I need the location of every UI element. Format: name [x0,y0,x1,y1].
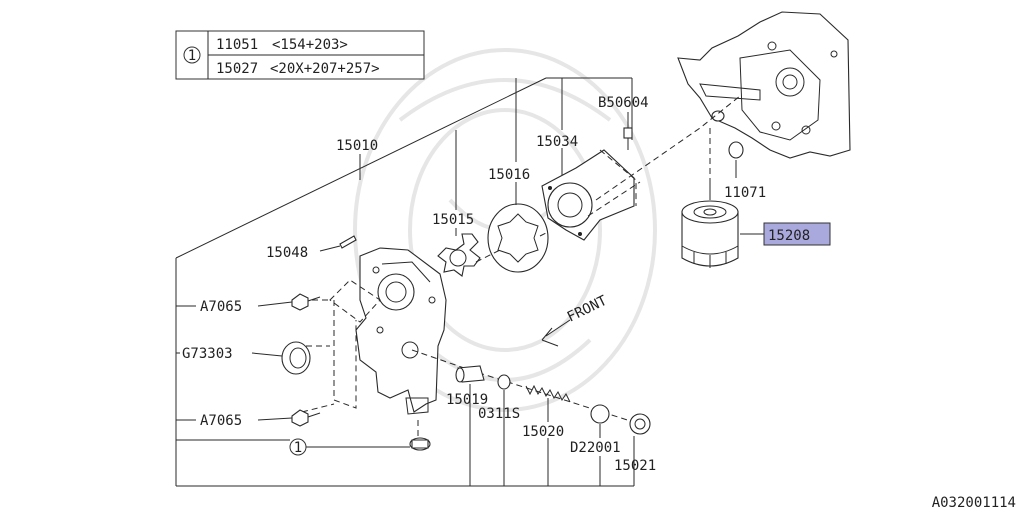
diagram-code: A032001114 [932,495,1016,511]
label-15048: 15048 [266,245,308,261]
label-g73303: G73303 [182,346,233,362]
leader-lines [176,78,764,486]
label-15034: 15034 [536,134,578,150]
label-ref-1: 1 [294,440,302,456]
legend-symbol: 1 [188,48,196,64]
legend-row-2-range: <20X+207+257> [270,61,380,77]
outer-rotor-15016 [487,203,549,273]
inner-rotor-15015 [437,233,481,277]
plug-ref1 [409,437,431,451]
highlight-15208 [763,222,831,246]
oil-seal-g73303 [281,341,311,375]
o-ring-11071 [728,141,744,159]
label-0311s: 0311S [478,406,520,422]
label-a7065-top: A7065 [200,299,242,315]
legend-row-2-code: 15027 [216,61,258,77]
valve-15019 [455,365,485,383]
label-15021: 15021 [614,458,656,474]
front-label: FRONT [565,292,610,325]
callout-labels: B50604 15010 15034 15016 15015 15048 A70… [182,95,831,474]
label-15019: 15019 [446,392,488,408]
label-15010: 15010 [336,138,378,154]
label-a7065-bottom: A7065 [200,413,242,429]
bolt-a7065-bottom [291,409,321,427]
label-15015: 15015 [432,212,474,228]
assembly-frame [175,77,634,487]
pump-cover-15034 [541,149,635,241]
plug-15021 [629,413,651,435]
bolt-a7065-top [291,293,321,311]
oil-filter-15208 [681,200,739,268]
legend-row-1-range: <154+203> [272,37,348,53]
front-direction-arrow: FRONT [541,292,610,347]
pin-15048 [339,235,357,249]
label-d22001: D22001 [570,440,621,456]
engine-block [677,11,851,159]
pump-body-15010 [355,247,447,415]
screw-b50604 [623,127,633,150]
label-15020: 15020 [522,424,564,440]
label-11071: 11071 [724,185,766,201]
washer-0311s [497,374,511,390]
gasket-d22001 [590,404,610,424]
label-15208: 15208 [768,228,810,244]
spring-15020 [525,384,571,403]
label-b50604: B50604 [598,95,649,111]
legend-row-1-code: 11051 [216,37,258,53]
label-15016: 15016 [488,167,530,183]
legend-table: 1 11051 <154+203> 15027 <20X+207+257> [175,30,425,80]
